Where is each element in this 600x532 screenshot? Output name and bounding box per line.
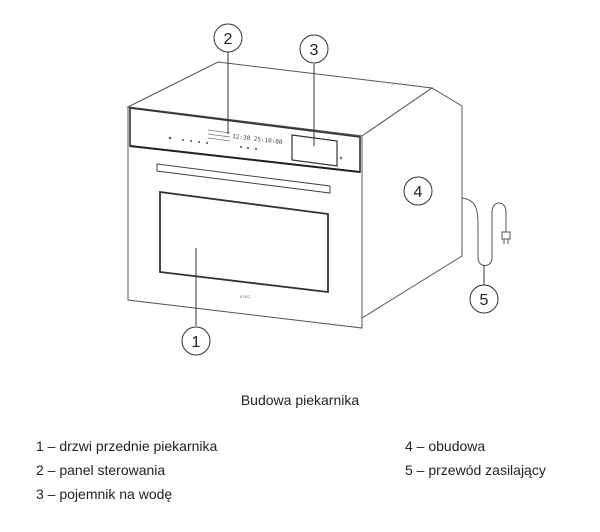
callout-label: 5 xyxy=(480,292,489,309)
power-cord xyxy=(461,197,507,266)
panel-button-dot xyxy=(239,145,243,149)
callout-4: 4 xyxy=(403,176,433,206)
power-plug xyxy=(501,231,511,240)
panel-button-dot xyxy=(254,147,258,151)
callout-label: 3 xyxy=(310,42,319,59)
panel-button-dot xyxy=(339,156,343,160)
door-handle xyxy=(156,163,331,194)
door-window xyxy=(159,190,329,294)
callout-label: 1 xyxy=(192,334,201,351)
callout-1: 1 xyxy=(181,326,211,356)
panel-button-dot xyxy=(197,140,201,144)
panel-button-dot xyxy=(246,146,250,150)
panel-button-dot xyxy=(181,138,185,142)
legend-item-5: 5 – przewód zasilający xyxy=(405,462,546,478)
oven-diagram: 12:30 25:10:00 ELEC 1 2 3 4 5 xyxy=(126,23,511,356)
diagram-caption: Budowa piekarnika xyxy=(240,392,360,408)
legend-item-1: 1 – drzwi przednie piekarnika xyxy=(36,438,218,454)
water-tank xyxy=(291,134,338,167)
legend-item-2: 2 – panel sterowania xyxy=(36,462,166,478)
legend-item-3: 3 – pojemnik na wodę xyxy=(36,486,173,502)
callout-label: 2 xyxy=(224,31,233,48)
callout-5: 5 xyxy=(469,284,499,314)
brand-logo: ELEC xyxy=(240,294,251,299)
panel-button-dot xyxy=(205,141,209,145)
callout-3: 3 xyxy=(299,34,329,64)
panel-button-dot xyxy=(189,139,193,143)
callout-2: 2 xyxy=(213,23,243,53)
callout-label: 4 xyxy=(414,184,423,201)
legend-item-4: 4 – obudowa xyxy=(405,438,486,454)
panel-button-dot xyxy=(168,136,172,140)
